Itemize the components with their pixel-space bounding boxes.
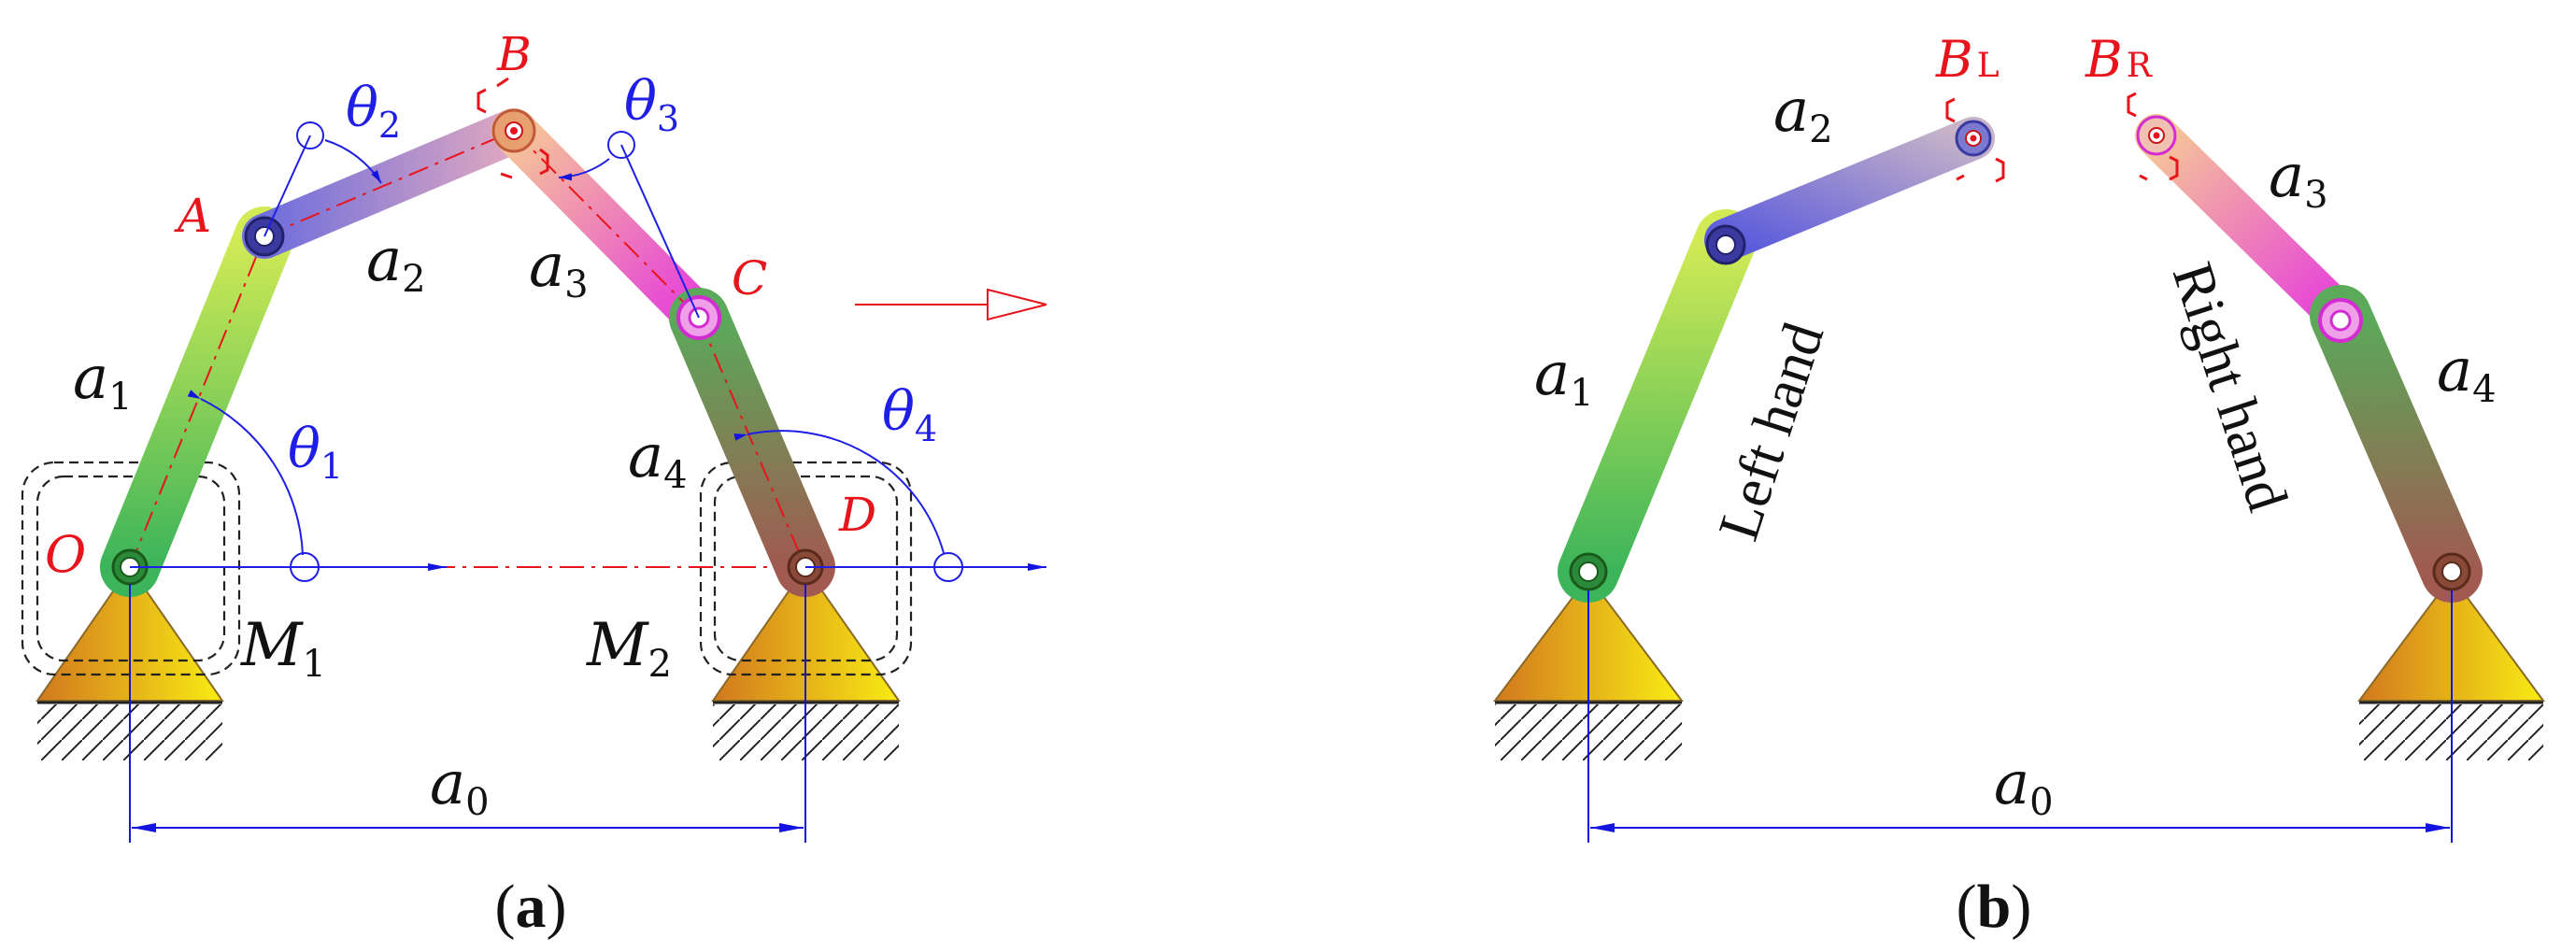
label-link-a1: a1 xyxy=(73,344,133,419)
link-b-a4-body xyxy=(2310,285,2483,603)
label-theta1: θ1 xyxy=(288,417,343,487)
caption-b: (b) xyxy=(1957,873,2032,941)
link-b-a1-body xyxy=(1558,209,1757,603)
label-b-link-a3: a3 xyxy=(2269,142,2328,217)
label-b-link-a0: a0 xyxy=(1994,749,2054,824)
dim-a0-panel-a xyxy=(129,584,806,843)
joint-b-base-left xyxy=(1569,552,1608,591)
joint-b-elbow-left xyxy=(1705,224,1746,265)
label-left-hand: Left hand xyxy=(1707,316,1837,548)
joint-b-base-right xyxy=(2432,552,2471,591)
caption-a: (a) xyxy=(495,873,567,941)
label-point-o: O xyxy=(45,525,86,584)
joint-b-tip-right xyxy=(2136,115,2177,156)
angle-ref-theta2 xyxy=(263,121,382,237)
angle-ref-theta1 xyxy=(130,390,447,582)
label-b-link-a2: a2 xyxy=(1773,77,1833,151)
label-point-c: C xyxy=(732,251,767,305)
label-link-a3: a3 xyxy=(529,232,589,306)
label-motor-m2: M2 xyxy=(586,611,672,686)
label-b-link-a4: a4 xyxy=(2437,336,2497,411)
label-point-d: D xyxy=(838,488,876,542)
label-point-a: A xyxy=(174,189,211,243)
angle-ref-theta4 xyxy=(733,430,1046,582)
slider-bracket-bl xyxy=(1945,97,2005,183)
direction-arrow xyxy=(855,288,1047,321)
joint-b-tip-left xyxy=(1955,120,1992,157)
center-lines-a xyxy=(129,130,806,568)
label-motor-m1: M1 xyxy=(240,611,326,686)
joint-b-elbow-right xyxy=(2318,298,2363,343)
label-b-link-a1: a1 xyxy=(1534,340,1594,415)
label-theta2: θ2 xyxy=(346,76,401,146)
slider-bracket-b xyxy=(477,77,549,179)
link-b-a3-body xyxy=(2135,114,2362,337)
slider-bracket-br xyxy=(2127,92,2179,181)
panel-a: O A B C D a1 a2 a3 a4 a0 θ1 θ2 θ3 θ4 M1 … xyxy=(21,27,1047,941)
label-theta4: θ4 xyxy=(882,379,937,449)
label-link-a2: a2 xyxy=(366,226,426,301)
angle-ref-theta3 xyxy=(558,131,700,319)
joint-b xyxy=(491,108,536,153)
link-b-a2-body xyxy=(1704,117,1995,262)
label-point-b: B xyxy=(496,27,532,81)
label-theta3: θ3 xyxy=(624,69,679,139)
label-link-a0: a0 xyxy=(430,749,490,824)
motor-m1-outline xyxy=(21,461,241,676)
label-right-hand: Right hand xyxy=(2160,255,2299,518)
label-link-a4: a4 xyxy=(628,422,688,497)
dim-a0-panel-b xyxy=(1587,590,2453,843)
